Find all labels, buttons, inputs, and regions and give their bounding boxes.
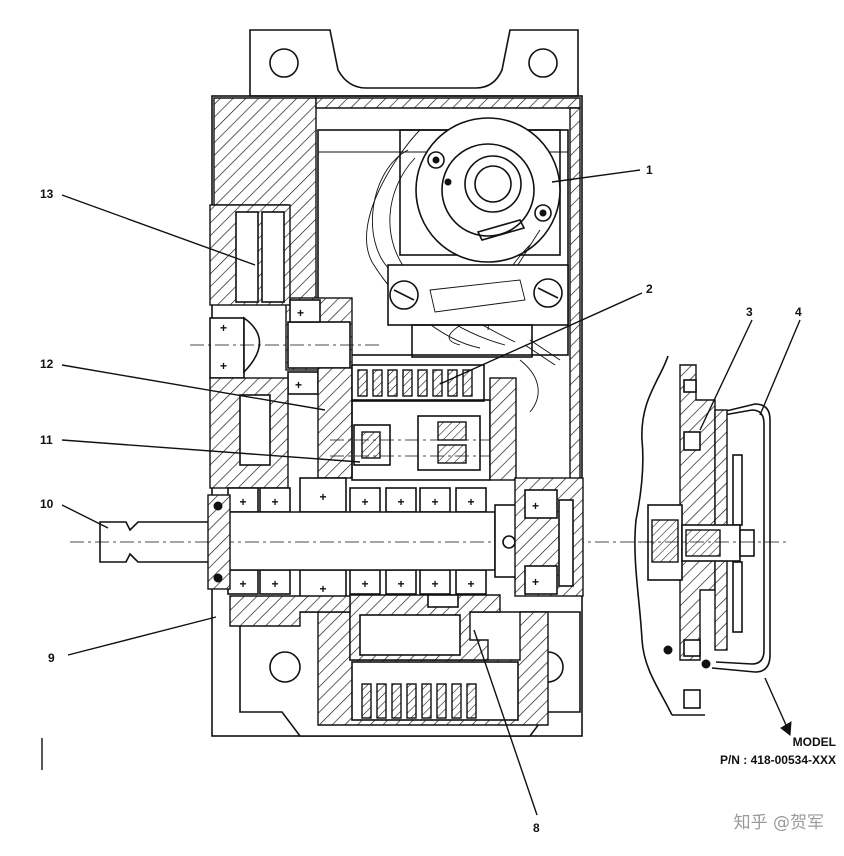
bearing-plus-mark: + <box>361 577 368 591</box>
bearing-plus-mark: + <box>397 577 404 591</box>
callout-1: 1 <box>646 163 653 177</box>
watermark: 知乎 @贺军 <box>734 813 824 833</box>
housing-wall-top <box>315 97 581 109</box>
switch-cap <box>711 403 771 673</box>
gear-tooth <box>451 683 462 719</box>
limit-switch-assembly <box>634 355 792 736</box>
leader-9 <box>67 616 217 656</box>
bearing-plus-mark: + <box>271 577 278 591</box>
callout-2: 2 <box>646 282 653 296</box>
callout-10: 10 <box>40 497 54 511</box>
svg-text:+: + <box>532 575 539 589</box>
leader-1 <box>551 169 641 183</box>
center-gear-train <box>317 339 561 481</box>
mount-hole-bottom-left <box>269 651 301 683</box>
bearing-plus-mark: + <box>431 577 438 591</box>
bearing-plus-mark: + <box>397 495 404 509</box>
gear-tooth <box>462 369 473 397</box>
callout-13: 13 <box>40 187 54 201</box>
bearing-plus-mark: + <box>271 495 278 509</box>
output-shaft <box>99 511 496 571</box>
housing-wall-right <box>569 107 581 481</box>
bearing-plus-mark: + <box>239 577 246 591</box>
leader-2 <box>439 292 643 385</box>
bearing-block <box>349 487 381 513</box>
gear-tooth <box>361 683 372 719</box>
callout-11: 11 <box>40 433 53 447</box>
bearing-plus-mark: + <box>239 495 246 509</box>
gear-tooth <box>436 683 447 719</box>
leader-12 <box>61 364 326 411</box>
callout-3: 3 <box>746 305 753 319</box>
gear-tooth <box>466 683 477 719</box>
callout-12: 12 <box>40 357 54 371</box>
bearing-block <box>455 569 487 595</box>
bearing-plus-mark: + <box>319 582 326 596</box>
leader-3 <box>699 319 753 431</box>
bearing-plus-mark: + <box>431 495 438 509</box>
mount-hole-top-right <box>528 48 558 78</box>
gear-tooth <box>372 369 383 397</box>
bearing-plus-mark: + <box>467 495 474 509</box>
gear-tooth <box>376 683 387 719</box>
gear-tooth <box>402 369 413 397</box>
svg-text:+: + <box>297 306 304 320</box>
leader-10 <box>61 504 109 529</box>
leader-8 <box>473 629 538 816</box>
housing <box>211 29 583 737</box>
bearing-block <box>419 569 451 595</box>
bearing-block <box>299 477 347 513</box>
gear-tooth <box>417 369 428 397</box>
left-bearing-stack: + + + + <box>190 204 380 489</box>
leader-13 <box>61 194 256 266</box>
bearing-plus-mark: + <box>319 490 326 504</box>
bearing-block <box>385 487 417 513</box>
leader-4 <box>759 319 801 416</box>
gear-tooth <box>406 683 417 719</box>
bearing-block <box>455 487 487 513</box>
part-number-label: P/N : 418-00534-XXX <box>720 753 836 767</box>
mount-hole-top-left <box>269 48 299 78</box>
model-label: MODEL <box>793 735 836 749</box>
motor-hub <box>464 155 522 213</box>
bearing-block <box>349 569 381 595</box>
callout-9: 9 <box>48 651 55 665</box>
gear-tooth <box>387 369 398 397</box>
motor-assembly <box>285 117 569 371</box>
svg-text:+: + <box>532 499 539 513</box>
main-shaft-assembly: + + + + + + + + + + + + + + + + <box>70 477 660 719</box>
cover-break-outline <box>634 355 673 716</box>
bearing-plus-mark: + <box>361 495 368 509</box>
bearing-block <box>419 487 451 513</box>
gear-tooth <box>447 369 458 397</box>
gear-tooth <box>391 683 402 719</box>
gear-tooth <box>421 683 432 719</box>
leader-11 <box>61 439 361 463</box>
leader-lines <box>61 169 801 816</box>
callout-4: 4 <box>795 305 802 319</box>
gear-tooth <box>357 369 368 397</box>
svg-text:+: + <box>295 378 302 392</box>
bearing-block <box>385 569 417 595</box>
top-mounting-flange <box>249 29 579 97</box>
callout-8: 8 <box>533 821 540 835</box>
svg-text:+: + <box>220 359 227 373</box>
bearing-plus-mark: + <box>467 577 474 591</box>
svg-text:+: + <box>220 321 227 335</box>
